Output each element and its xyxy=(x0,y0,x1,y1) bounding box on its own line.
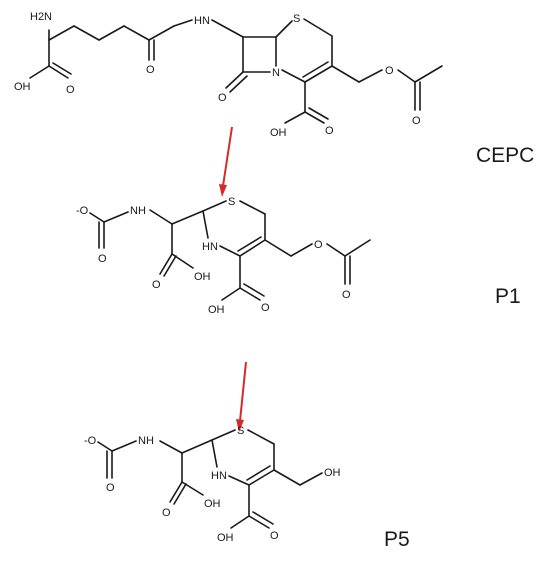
cepc-sulfur-label: S xyxy=(293,13,300,25)
p5-acid-oh-label: OH xyxy=(204,498,221,510)
structure-cepc: H2N OH O O HN S N O OH O O O CEPC xyxy=(14,11,534,167)
p5-label: P5 xyxy=(384,528,410,551)
cepc-amide-o-label: O xyxy=(146,64,155,76)
p1-label: P1 xyxy=(495,285,521,308)
structure-p1: -O NH O O OH S HN OH O O O P1 xyxy=(76,196,521,316)
p1-cooh-oh-label: OH xyxy=(208,304,225,316)
p1-nh-label: NH xyxy=(130,205,146,217)
p5-cooh-oh-label: OH xyxy=(217,532,234,544)
p1-sulfur-label: S xyxy=(228,196,235,208)
cepc-cooh-o-label: O xyxy=(325,125,334,137)
cepc-acid-o-label: O xyxy=(66,84,75,96)
cepc-amide-nh-label: HN xyxy=(194,15,210,27)
cepc-nitrogen-label: N xyxy=(272,67,280,79)
p5-nh-label: NH xyxy=(138,435,154,447)
p5-hydroxymethyl-oh-label: OH xyxy=(324,467,341,479)
p1-carbamate-o-label: O xyxy=(98,253,107,265)
cepc-label: CEPC xyxy=(476,144,534,167)
cepc-lactam-o-label: O xyxy=(218,92,227,104)
p5-carbamate-o-minus-label: -O xyxy=(84,435,97,447)
p5-ring-hn-label: HN xyxy=(211,470,227,482)
p5-acid-o-label: O xyxy=(162,507,171,519)
reaction-arrow-2 xyxy=(236,361,247,432)
p5-cooh-o-label: O xyxy=(270,530,279,542)
p1-ester-co-label: O xyxy=(342,289,351,301)
p1-ring-hn-label: HN xyxy=(202,241,218,253)
p1-carbamate-o-minus-label: -O xyxy=(76,205,89,217)
cepc-ester-o-label: O xyxy=(385,65,394,77)
structure-p5: -O NH O O OH S HN OH O OH P5 xyxy=(84,425,410,551)
p1-cooh-o-label: O xyxy=(261,302,270,314)
p1-acid-oh-label: OH xyxy=(194,271,211,283)
cepc-amine-label: H2N xyxy=(30,11,52,23)
cepc-ester-co-label: O xyxy=(412,115,421,127)
reaction-arrow-1 xyxy=(219,126,233,197)
p5-sulfur-label: S xyxy=(237,425,244,437)
p1-ester-o-label: O xyxy=(314,239,323,251)
cepc-cooh-oh-label: OH xyxy=(270,127,287,139)
p1-acid-o-label: O xyxy=(152,279,161,291)
p5-carbamate-o-label: O xyxy=(106,482,115,494)
cepc-acid-oh-label: OH xyxy=(14,81,31,93)
